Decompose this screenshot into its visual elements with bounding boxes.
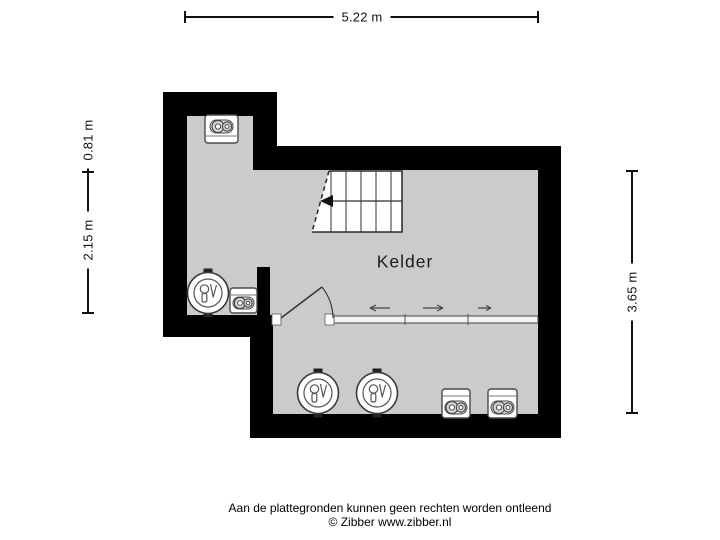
stairs-direction-arrow-icon <box>320 195 333 207</box>
stairs-icon <box>311 170 403 233</box>
sliding-partition-arrow-icon <box>369 304 492 312</box>
boiler-icon <box>355 368 399 418</box>
room-label: Kelder <box>376 251 434 272</box>
dimension-label-left-upper: 0.81 m <box>78 111 98 169</box>
boiler-icon <box>296 368 340 418</box>
dimension-label-top: 5.22 m <box>333 7 391 27</box>
wall-stub <box>257 267 270 318</box>
door-swing-icon <box>271 286 335 326</box>
heater-unit-icon <box>229 287 258 314</box>
footer-disclaimer: Aan de plattegronden kunnen geen rechten… <box>228 501 552 515</box>
walls <box>163 92 561 438</box>
heater-unit-icon <box>487 388 518 419</box>
dimension-label-right: 3.65 m <box>622 263 642 321</box>
footer: Aan de plattegronden kunnen geen rechten… <box>60 501 720 529</box>
heater-unit-icon <box>441 388 471 419</box>
heater-unit-icon <box>204 114 239 144</box>
boiler-icon <box>186 268 230 318</box>
footer-copyright: © Zibber www.zibber.nl <box>328 515 452 529</box>
dimension-label-left-lower: 2.15 m <box>78 211 98 269</box>
